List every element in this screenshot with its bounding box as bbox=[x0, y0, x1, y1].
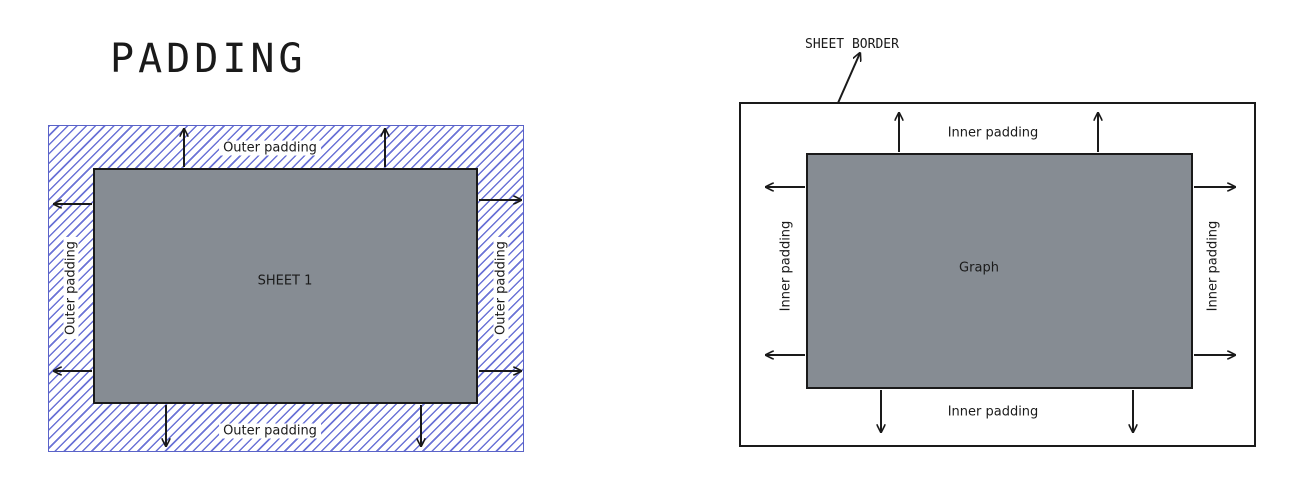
inner-padding-top-label: Inner padding bbox=[947, 125, 1039, 141]
sheet-1-box bbox=[93, 168, 478, 404]
page-title: PADDING bbox=[110, 36, 307, 82]
sheet-border-label: SHEET BORDER bbox=[805, 37, 899, 52]
graph-box bbox=[806, 153, 1193, 389]
arrow-border-pointer bbox=[837, 53, 860, 104]
graph-label: Graph bbox=[959, 260, 999, 276]
sheet-1-label: SHEET 1 bbox=[257, 273, 313, 289]
outer-padding-top-label: Outer padding bbox=[219, 140, 321, 156]
outer-padding-bottom-label: Outer padding bbox=[219, 423, 321, 439]
inner-padding-bottom-label: Inner padding bbox=[947, 404, 1039, 420]
